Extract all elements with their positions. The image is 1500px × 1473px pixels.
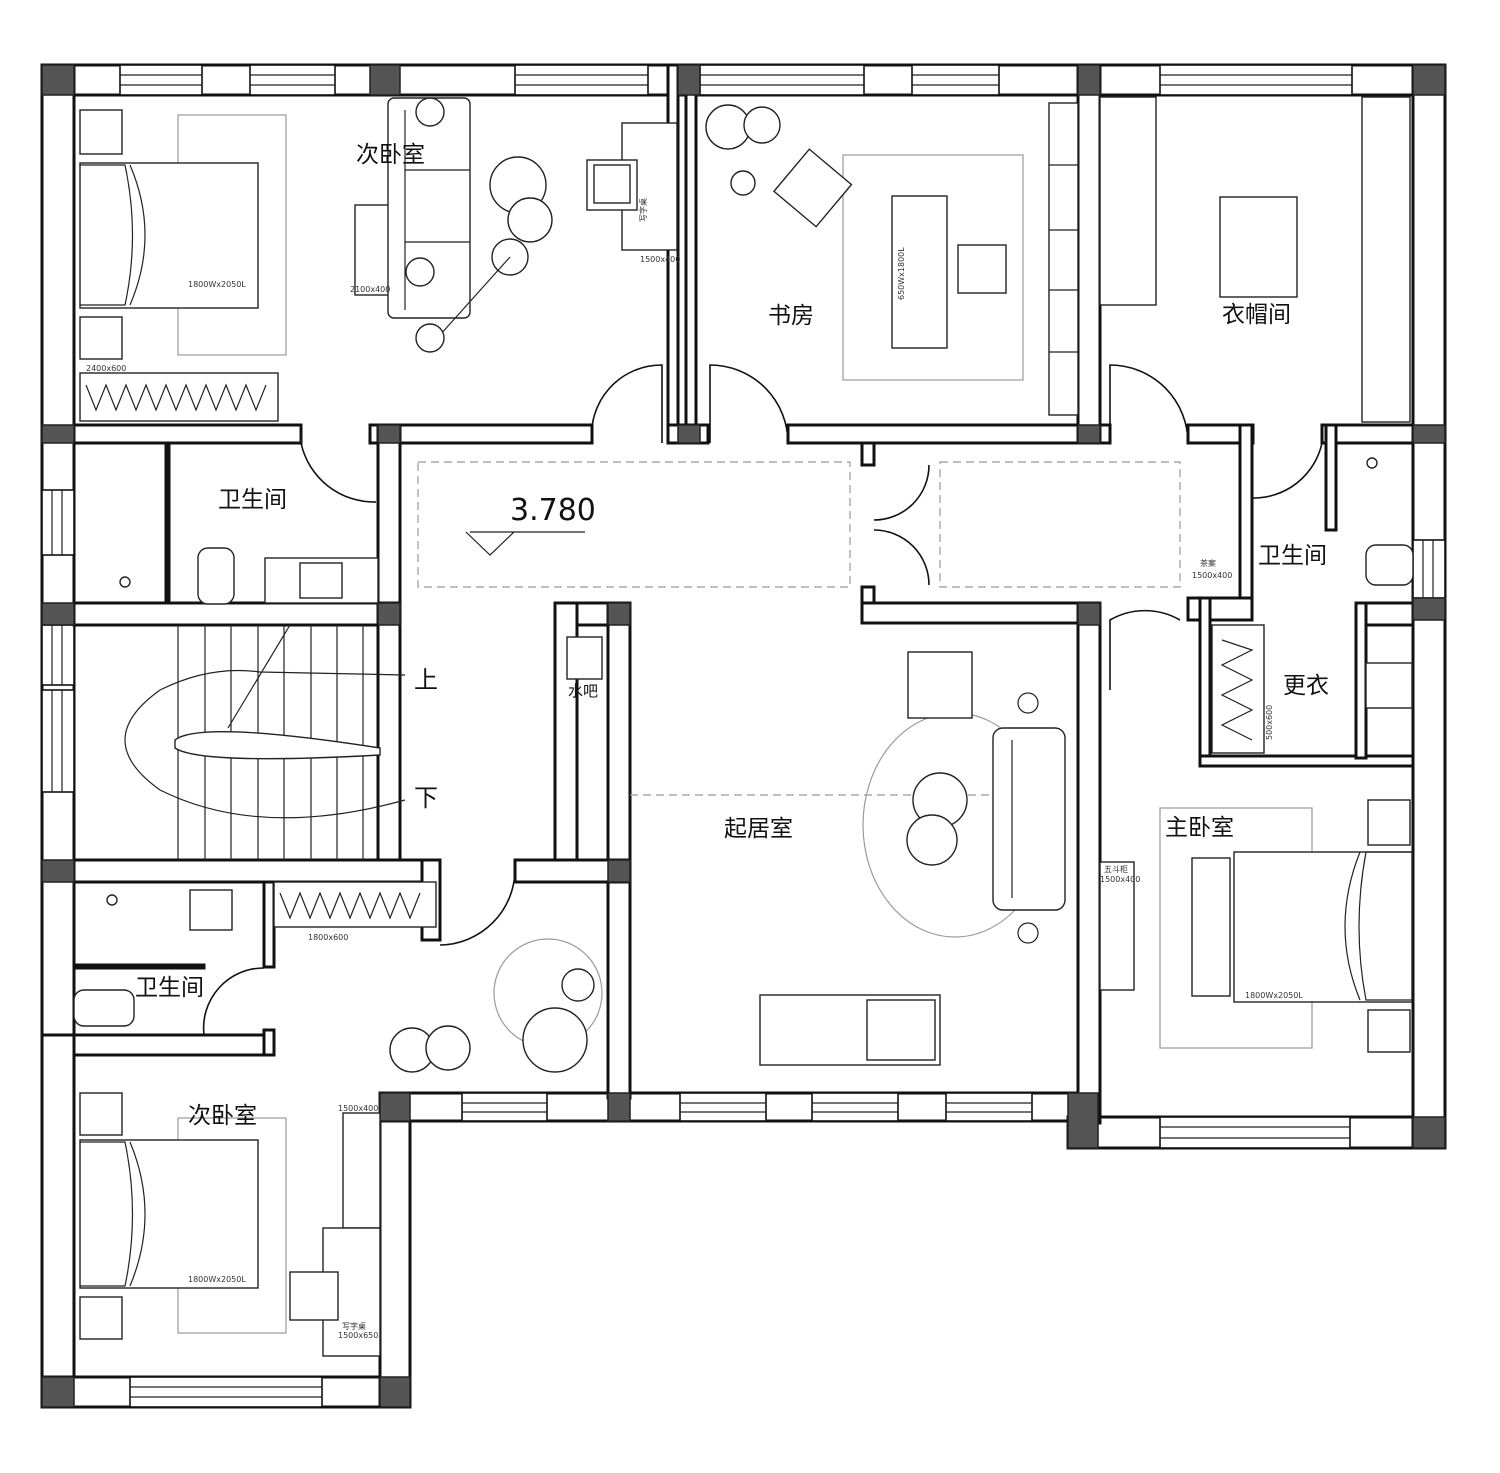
corridor-rug-right bbox=[939, 461, 1181, 588]
desk-bottom-name-text: 写字桌 bbox=[342, 1321, 366, 1331]
tea-table-name-text: 茶案 bbox=[1200, 558, 1216, 568]
wardrobe-top-dim-text: 2400x600 bbox=[86, 364, 126, 373]
master-bedroom-furniture: 1800Wx2050L bbox=[1099, 624, 1413, 1053]
stair-up-label: 上 bbox=[414, 666, 438, 694]
tea-table-dim-text: 1500x400 bbox=[1192, 571, 1232, 580]
elevation-marker: 3.780 bbox=[465, 493, 596, 556]
master-bed-dim-text: 1800Wx2050L bbox=[1245, 991, 1303, 1000]
study-desk-dim-text: 650Wx1800L bbox=[897, 247, 906, 300]
windows bbox=[41, 64, 1446, 1408]
room-bathroom-right: 卫生间 bbox=[1258, 543, 1327, 569]
staircase: 上 下 bbox=[124, 624, 438, 860]
desk-bottom-dim-text: 1500x650 bbox=[338, 1331, 378, 1340]
room-bathroom-bottom-left: 卫生间 bbox=[135, 975, 204, 1001]
dresser-name-text: 五斗柜 bbox=[1104, 864, 1128, 874]
room-labels: 次卧室 书房 衣帽间 卫生间 卫生间 更衣 水吧 起居室 主卧室 卫生间 次卧室 bbox=[135, 142, 1329, 1129]
corridor-rug bbox=[417, 461, 851, 588]
living-furniture bbox=[389, 651, 1066, 1073]
bedroom-top-furniture: 1500x400 1800Wx2050L 2400x600 2100x400 bbox=[79, 97, 680, 422]
room-bathroom-top-left: 卫生间 bbox=[218, 487, 287, 513]
shelf-bottom-dim-text: 1500x400 bbox=[338, 1104, 378, 1113]
room-study: 书房 bbox=[768, 303, 814, 329]
desk-top-name-text: 写字桌 bbox=[638, 198, 648, 222]
elevation-text: 3.780 bbox=[510, 493, 596, 528]
study-furniture: 650Wx1800L bbox=[705, 102, 1079, 416]
room-second-bedroom-bottom: 次卧室 bbox=[188, 1103, 257, 1129]
dresser-dim-text: 1500x400 bbox=[1100, 875, 1140, 884]
bed-top-dim-text: 1800Wx2050L bbox=[188, 280, 246, 289]
doors bbox=[202, 364, 1323, 1036]
room-living: 起居室 bbox=[724, 816, 793, 842]
bottom-left-furniture: 1800x600 1800Wx2050L 1500x400 1500x650 bbox=[79, 881, 437, 1357]
room-second-bedroom-top: 次卧室 bbox=[356, 142, 425, 168]
room-changing: 更衣 bbox=[1283, 673, 1329, 699]
room-cloakroom: 衣帽间 bbox=[1222, 302, 1291, 328]
room-master-bedroom: 主卧室 bbox=[1165, 815, 1234, 841]
bed-bottom-dim-text: 1800Wx2050L bbox=[188, 1275, 246, 1284]
columns bbox=[41, 64, 1446, 1408]
sofa-top-dim-text: 2100x400 bbox=[350, 285, 390, 294]
desk-top-dim-text: 1500x400 bbox=[640, 255, 680, 264]
changing-wardrobe-dim-text: 500x600 bbox=[1265, 705, 1274, 740]
room-water-bar: 水吧 bbox=[568, 682, 598, 700]
bath-fixtures bbox=[73, 457, 1414, 1027]
stair-down-label: 下 bbox=[414, 784, 438, 812]
cloakroom-furniture bbox=[1099, 96, 1411, 423]
wardrobe-bottom-dim-text: 1800x600 bbox=[308, 933, 348, 942]
